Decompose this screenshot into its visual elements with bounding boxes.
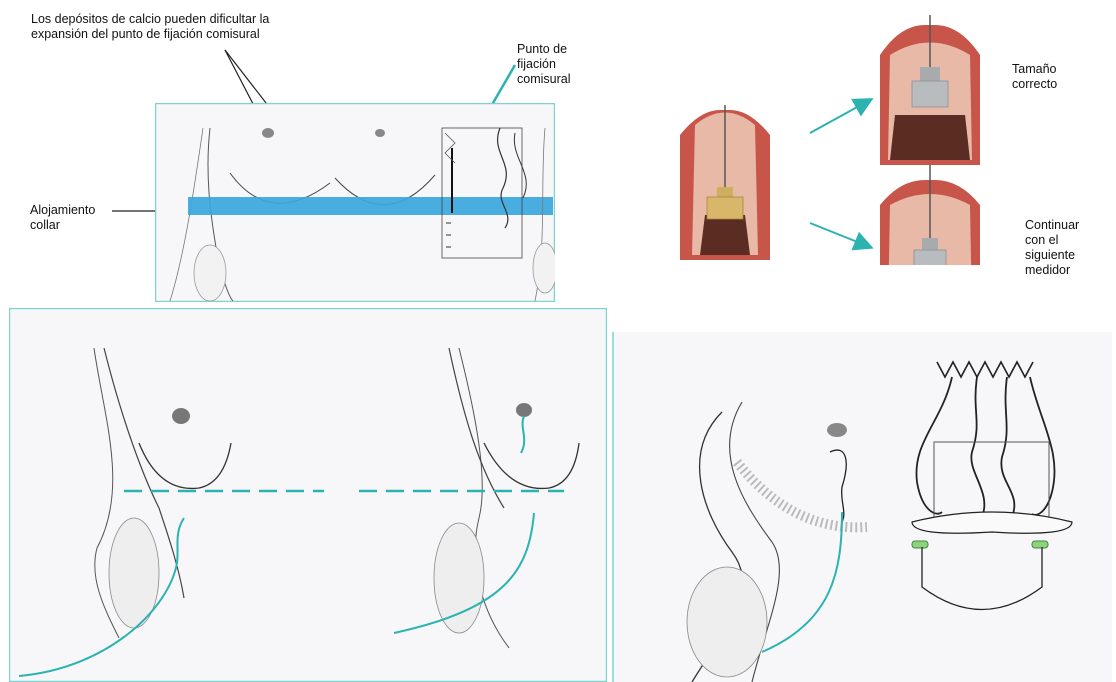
annulus-diagram-panel: [155, 103, 555, 302]
ostium-left: [172, 408, 190, 424]
sizer-gold-view: [680, 105, 770, 260]
prosthesis-seated-panel: [612, 332, 1112, 682]
arrow-down: [810, 223, 870, 247]
mitral-tissue-left: [194, 245, 226, 301]
green-marker-left: [912, 541, 928, 548]
sizer-gray-icon-2: [914, 250, 946, 265]
next-sizer-label: Continuar con el siguiente medidor: [1025, 218, 1115, 278]
correct-size-label: Tamaño correcto: [1012, 62, 1102, 92]
mitral-tissue-right: [533, 243, 555, 293]
sizer-gold-icon: [707, 197, 743, 219]
arrow-up: [810, 100, 870, 133]
tissue-right: [434, 523, 484, 633]
commissure-label: Punto de fijación comisural: [517, 42, 607, 87]
tissue-bottom: [687, 567, 767, 677]
ostium-bottom: [827, 423, 847, 437]
collar-band: [188, 197, 553, 215]
sizer-next-view: [880, 165, 980, 265]
implant-cross-section-panel: [9, 308, 607, 682]
coronary-ostium-right: [375, 129, 385, 137]
sizer-correct-view: [880, 15, 980, 165]
calcium-note: Los depósitos de calcio pueden dificulta…: [31, 12, 361, 42]
ostium-right: [516, 403, 532, 417]
collar-label: Alojamiento collar: [30, 203, 120, 233]
sizer-gray-icon-1: [912, 81, 948, 107]
coronary-ostium-left: [262, 128, 274, 138]
green-marker-right: [1032, 541, 1048, 548]
